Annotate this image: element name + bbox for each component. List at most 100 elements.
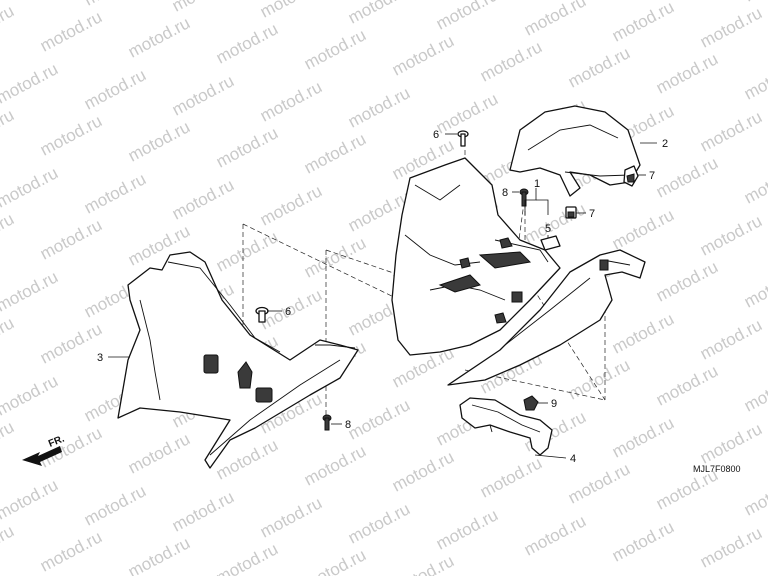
watermark-text: motod.ru [37,7,105,55]
bolt-part-8-lower[interactable] [322,414,332,431]
top-cover-part-2[interactable] [509,105,641,197]
watermark-text: motod.ru [0,267,61,315]
bolt-part-9[interactable] [523,395,539,411]
callout-6-left[interactable]: 6 [285,306,291,318]
watermark-text: motod.ru [37,527,105,575]
leader-lines [108,133,657,459]
watermark-text: motod.ru [697,419,765,467]
watermark-text: motod.ru [125,429,193,477]
watermark-text: motod.ru [741,367,768,415]
watermark-text: motod.ru [0,417,17,465]
watermark-text: motod.ru [0,59,61,107]
watermark-text: motod.ru [0,371,61,419]
watermark-text: motod.ru [521,511,589,559]
watermark-text: motod.ru [125,13,193,61]
watermark-text: motod.ru [433,505,501,553]
watermark-text: motod.ru [697,107,765,155]
watermark-text: motod.ru [257,77,325,125]
callout-5[interactable]: 5 [545,223,551,235]
watermark-text: motod.ru [301,129,369,177]
watermark-text: motod.ru [0,163,61,211]
watermark-text: motod.ru [0,313,17,361]
watermark-text: motod.ru [37,319,105,367]
watermark-text: motod.ru [81,65,149,113]
handle-cover-right[interactable] [447,249,646,386]
watermark-text: motod.ru [653,153,721,201]
watermark-text: motod.ru [609,517,677,565]
watermark-text: motod.ru [301,233,369,281]
watermark-text: motod.ru [345,83,413,131]
watermark-text: motod.ru [521,0,589,40]
watermark-text: motod.ru [345,0,413,28]
watermark-text: motod.ru [609,309,677,357]
watermark-text: motod.ru [653,257,721,305]
watermark-text: motod.ru [37,215,105,263]
callout-3[interactable]: 3 [97,352,103,364]
bolt-part-8-top[interactable] [519,188,529,207]
watermark-text: motod.ru [477,453,545,501]
watermark-text: motod.ru [697,211,765,259]
clip-part-7-lower[interactable] [565,206,577,219]
clip-part-7-upper[interactable] [623,165,639,187]
watermark-text: motod.ru [389,31,457,79]
watermark-text: motod.ru [0,0,61,4]
watermark-text: motod.ru [257,493,325,541]
watermark-text: motod.ru [697,3,765,51]
callout-4[interactable]: 4 [570,453,576,465]
callout-2[interactable]: 2 [662,138,668,150]
watermark-text: motod.ru [81,0,149,10]
watermark-text: motod.ru [609,0,677,46]
watermark-text: motod.ru [697,523,765,571]
watermark-text: motod.ru [169,71,237,119]
watermark-text: motod.ru [257,181,325,229]
watermark-text: motod.ru [433,89,501,137]
callout-8-top[interactable]: 8 [502,187,508,199]
watermark-text: motod.ru [477,37,545,85]
callout-7-lower[interactable]: 7 [589,208,595,220]
watermark-text: motod.ru [741,263,768,311]
watermark-text: motod.ru [609,413,677,461]
watermark-text: motod.ru [301,545,369,576]
watermark-text: motod.ru [565,43,633,91]
watermark-text: motod.ru [389,447,457,495]
watermark-text: motod.ru [741,55,768,103]
watermark-text: motod.ru [169,0,237,16]
watermark-text: motod.ru [301,25,369,73]
watermark-text: motod.ru [169,487,237,535]
watermark-text: motod.ru [0,1,17,49]
watermark-text: motod.ru [0,209,17,257]
watermark-text: motod.ru [697,315,765,363]
watermark-text: motod.ru [741,0,768,6]
watermark-text: motod.ru [81,169,149,217]
grommet-part-5[interactable] [540,235,561,251]
watermark-text: motod.ru [37,111,105,159]
arrow-icon [22,446,62,466]
watermark-text: motod.ru [37,423,105,471]
watermark-text: motod.ru [0,521,17,569]
side-cover-part-3[interactable] [117,251,359,469]
front-cover-main[interactable] [391,157,561,356]
callout-9[interactable]: 9 [551,398,557,410]
watermark-text: motod.ru [169,175,237,223]
watermark-text: motod.ru [213,123,281,171]
callout-7-upper[interactable]: 7 [649,170,655,182]
watermark-text: motod.ru [345,499,413,547]
bolt-part-6-top[interactable] [457,130,469,147]
bracket-part-4[interactable] [459,397,553,456]
bolt-part-6-left[interactable] [255,306,269,323]
watermark-text: motod.ru [257,0,325,22]
watermark-text: motod.ru [81,481,149,529]
watermark-text: motod.ru [345,395,413,443]
watermark-text: motod.ru [565,355,633,403]
callout-8-lower[interactable]: 8 [345,419,351,431]
watermark-text: motod.ru [0,475,61,523]
watermark-text: motod.ru [389,551,457,576]
watermark-text: motod.ru [125,533,193,576]
watermark-text: motod.ru [301,441,369,489]
callout-1[interactable]: 1 [534,178,540,190]
watermark-text: motod.ru [0,105,17,153]
callout-6-top[interactable]: 6 [433,129,439,141]
